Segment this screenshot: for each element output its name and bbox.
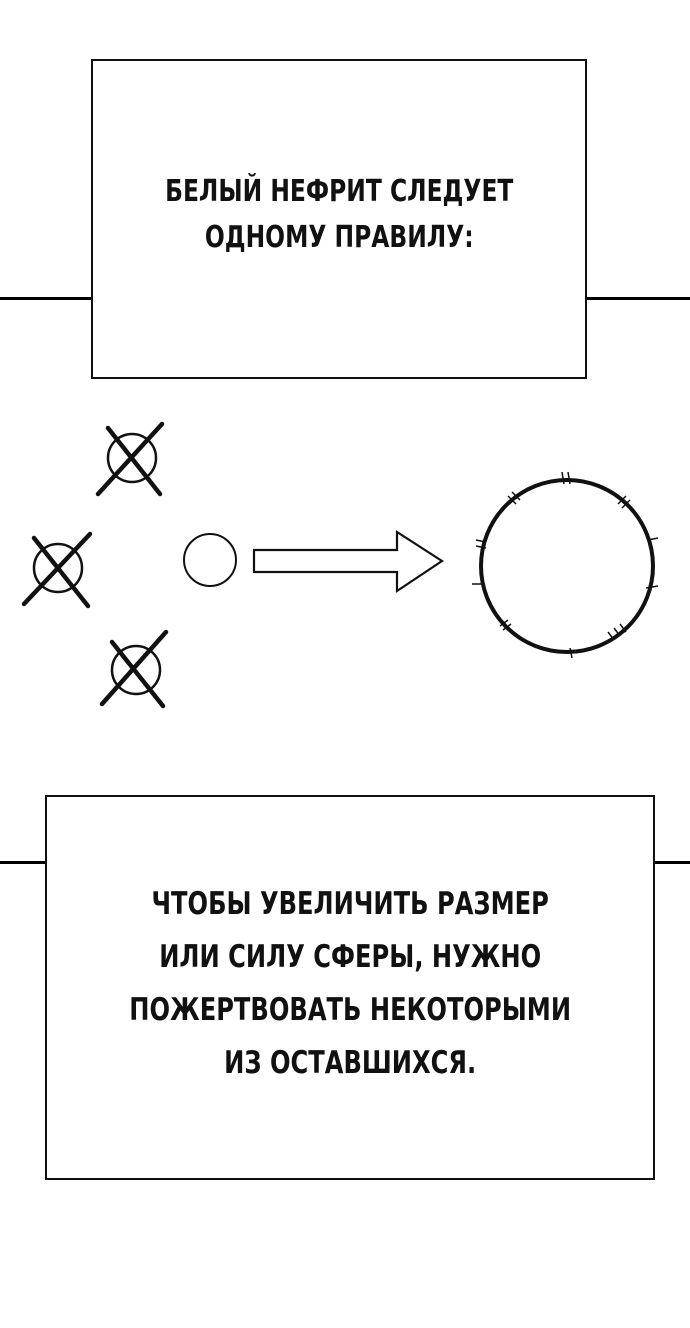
- caption-line: ПОЖЕРТВОВАТЬ НЕКОТОРЫМИ: [129, 991, 571, 1028]
- panel1-left-line: [0, 297, 92, 300]
- panel2-left-line: [0, 861, 46, 864]
- caption-box-2: ЧТОБЫ УВЕЛИЧИТЬ РАЗМЕР ИЛИ СИЛУ СФЕРЫ, Н…: [45, 795, 655, 1180]
- large-orb-icon: [472, 471, 659, 659]
- panel1-right-line: [586, 297, 690, 300]
- panel2-right-line: [654, 861, 690, 864]
- caption-line: БЕЛЫЙ НЕФРИТ СЛЕДУЕТ: [164, 174, 514, 209]
- caption-line: ИЗ ОСТАВШИХСЯ.: [223, 1044, 477, 1081]
- caption-box-1: БЕЛЫЙ НЕФРИТ СЛЕДУЕТ ОДНОМУ ПРАВИЛУ:: [91, 59, 587, 379]
- caption-line: ОДНОМУ ПРАВИЛУ:: [204, 220, 474, 255]
- crossed-orb-icon: [99, 629, 169, 709]
- caption-line: ИЛИ СИЛУ СФЕРЫ, НУЖНО: [158, 938, 541, 975]
- orb-sacrifice-diagram: [21, 421, 659, 709]
- small-orb-icon: [183, 533, 237, 587]
- crossed-orb-icon: [95, 421, 165, 497]
- caption-text-1: БЕЛЫЙ НЕФРИТ СЛЕДУЕТ ОДНОМУ ПРАВИЛУ:: [165, 169, 513, 261]
- caption-text-2: ЧТОБЫ УВЕЛИЧИТЬ РАЗМЕР ИЛИ СИЛУ СФЕРЫ, Н…: [129, 878, 571, 1090]
- right-arrow-icon: [252, 529, 445, 594]
- crossed-orb-icon: [21, 531, 93, 609]
- caption-line: ЧТОБЫ УВЕЛИЧИТЬ РАЗМЕР: [151, 885, 549, 922]
